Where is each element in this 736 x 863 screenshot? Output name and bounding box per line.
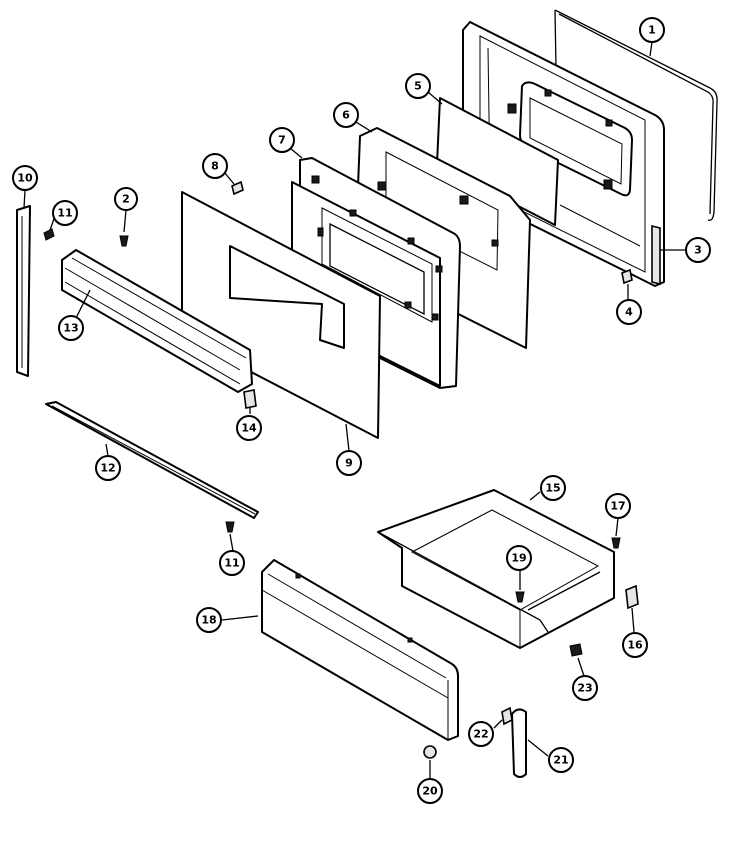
- callouts: 1 2 3 4 5 6 7 8 9 10 11 11 12 13 14 15 1…: [12, 17, 711, 804]
- part-door-handle: [61, 249, 253, 393]
- callout-15: 15: [540, 475, 566, 501]
- svg-text:15: 15: [545, 482, 560, 495]
- callout-22: 22: [468, 721, 494, 747]
- svg-text:4: 4: [625, 306, 633, 319]
- part-clip: [231, 180, 244, 196]
- callout-5: 5: [405, 73, 431, 99]
- svg-text:3: 3: [694, 244, 702, 257]
- part-leveling-foot: [423, 745, 437, 759]
- callout-11-bottom: 11: [219, 550, 245, 576]
- part-screw-top: [43, 228, 55, 241]
- part-door-gasket: [554, 9, 718, 221]
- callout-23: 23: [572, 675, 598, 701]
- callout-12: 12: [95, 455, 121, 481]
- part-drawer-glide: [625, 584, 639, 610]
- leader-lines: [23, 41, 686, 778]
- part-side-panel: [511, 708, 527, 778]
- svg-text:13: 13: [63, 322, 78, 335]
- part-clip-23: [569, 643, 583, 657]
- svg-text:7: 7: [278, 134, 286, 147]
- callout-17: 17: [605, 493, 631, 519]
- part-screw-19: [515, 591, 525, 603]
- part-drawer-body: [377, 489, 615, 649]
- callout-7: 7: [269, 127, 295, 153]
- part-glass-panel: [436, 97, 559, 226]
- svg-text:22: 22: [473, 728, 488, 741]
- svg-text:5: 5: [414, 80, 422, 93]
- callout-3: 3: [685, 237, 711, 263]
- callout-6: 6: [333, 102, 359, 128]
- part-kick-rail: [45, 401, 259, 519]
- part-door-outer-glass: [181, 191, 381, 439]
- svg-text:11: 11: [224, 557, 239, 570]
- svg-text:18: 18: [201, 614, 216, 627]
- callout-13: 13: [58, 315, 84, 341]
- svg-text:9: 9: [345, 457, 353, 470]
- part-screw-bottom: [225, 521, 235, 533]
- svg-text:19: 19: [511, 552, 526, 565]
- part-screw-17: [611, 537, 621, 549]
- callout-21: 21: [548, 747, 574, 773]
- callout-9: 9: [336, 450, 362, 476]
- part-drawer-front: [261, 559, 459, 741]
- svg-text:8: 8: [211, 160, 219, 173]
- svg-text:16: 16: [627, 639, 643, 652]
- svg-text:21: 21: [553, 754, 568, 767]
- svg-text:14: 14: [241, 422, 257, 435]
- callout-19: 19: [506, 545, 532, 571]
- callout-18: 18: [196, 607, 222, 633]
- callout-8: 8: [202, 153, 228, 179]
- callout-1: 1: [639, 17, 665, 43]
- svg-text:1: 1: [648, 24, 656, 37]
- callout-4: 4: [616, 299, 642, 325]
- part-door-stop: [621, 268, 633, 285]
- callout-2: 2: [114, 187, 138, 211]
- callout-20: 20: [417, 778, 443, 804]
- svg-text:12: 12: [100, 462, 115, 475]
- callout-16: 16: [622, 632, 648, 658]
- part-bracket: [243, 389, 257, 409]
- part-screw-2: [119, 235, 129, 247]
- callout-14: 14: [236, 415, 262, 441]
- svg-text:2: 2: [122, 193, 130, 206]
- part-outer-door-panel: [462, 21, 665, 287]
- svg-text:10: 10: [17, 172, 33, 185]
- part-side-trim: [16, 205, 31, 377]
- svg-text:11: 11: [57, 207, 72, 220]
- callout-10: 10: [12, 165, 38, 191]
- svg-text:23: 23: [577, 682, 592, 695]
- callout-11-top: 11: [52, 200, 78, 226]
- svg-text:17: 17: [610, 500, 625, 513]
- svg-text:20: 20: [422, 785, 438, 798]
- part-clip-22: [501, 706, 513, 726]
- svg-text:6: 6: [342, 109, 350, 122]
